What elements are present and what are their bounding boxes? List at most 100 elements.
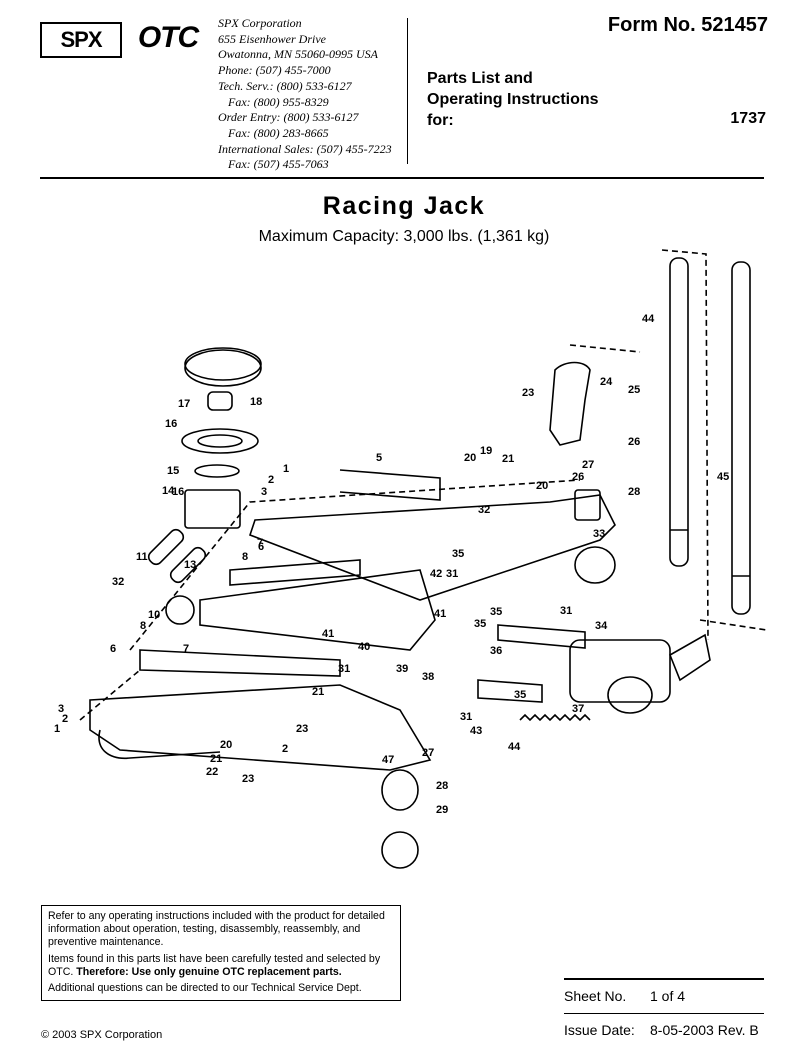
- part-callout: 40: [358, 641, 370, 653]
- part-callout: 35: [490, 606, 502, 618]
- address-line: Owatonna, MN 55060-0995 USA: [218, 47, 378, 62]
- part-callout: 16: [165, 418, 177, 430]
- part-callout: 3: [58, 703, 64, 715]
- header-rule: [40, 177, 764, 179]
- part-callout: 21: [502, 453, 514, 465]
- otc-logo: OTC: [137, 21, 199, 54]
- diagram-linework: [79, 249, 768, 869]
- part-callout: 22: [206, 766, 218, 778]
- part-callout: 14: [162, 485, 175, 497]
- part-callout: 20: [220, 739, 232, 751]
- part-callout: 20: [536, 480, 548, 492]
- part-callout: 8: [242, 551, 248, 563]
- part-callout: 35: [514, 689, 526, 701]
- part-callout: 7: [183, 643, 189, 655]
- issue-date-label: Issue Date:: [564, 1022, 635, 1038]
- part-callout: 41: [322, 628, 334, 640]
- part-callout: 43: [470, 725, 482, 737]
- notice-paragraph: Refer to any operating instructions incl…: [48, 910, 385, 949]
- part-callout: 2: [282, 743, 288, 755]
- part-callout: 42: [430, 568, 442, 580]
- capacity-subtitle: Maximum Capacity: 3,000 lbs. (1,361 kg): [258, 228, 550, 245]
- sheet-number-row: Sheet No. 1 of 4: [564, 980, 764, 1013]
- notice-box: Refer to any operating instructions incl…: [41, 905, 401, 1002]
- notice-paragraph: Items found in this parts list have been…: [48, 953, 394, 979]
- model-number: 1737: [730, 110, 766, 127]
- part-callout: 36: [490, 645, 502, 657]
- part-callout: 2: [62, 713, 68, 725]
- part-callout: 38: [422, 671, 434, 683]
- part-callout: 26: [572, 471, 584, 483]
- sheet-number-label: Sheet No.: [564, 987, 627, 1004]
- part-callout: 21: [312, 686, 324, 698]
- document-title-line: for:: [427, 112, 454, 129]
- part-callout: 47: [382, 754, 394, 766]
- address-line: Phone: (507) 455-7000: [218, 63, 331, 78]
- part-callout: 1: [54, 723, 60, 735]
- part-callout: 24: [600, 376, 613, 388]
- part-callout: 28: [436, 780, 448, 792]
- part-callout: 1: [283, 463, 289, 475]
- part-callout: 31: [560, 605, 572, 617]
- part-callout: 26: [628, 436, 640, 448]
- part-callout: 3: [261, 486, 267, 498]
- notice-emphasis: Therefore: Use only genuine OTC replacem…: [76, 965, 342, 978]
- address-line: Fax: (800) 283-8665: [228, 125, 329, 140]
- part-callout: 16: [172, 486, 184, 498]
- address-line: SPX Corporation: [218, 16, 302, 30]
- part-callout: 32: [112, 576, 124, 588]
- header-divider: [407, 18, 408, 164]
- part-callout: 19: [480, 445, 492, 457]
- part-callout: 8: [140, 620, 146, 632]
- part-callout: 23: [522, 387, 534, 399]
- document-title-line: Operating Instructions: [427, 91, 599, 108]
- exploded-parts-diagram: 44 45 23 24 25 26 18 17 16 15 14 5 20 19…: [54, 249, 768, 869]
- part-callout: 31: [460, 711, 472, 723]
- part-callout: 6: [258, 541, 264, 553]
- part-callout: 5: [376, 452, 382, 464]
- part-callout: 29: [436, 804, 448, 816]
- part-callout: 17: [178, 398, 190, 410]
- part-callout: 28: [628, 486, 640, 498]
- address-line: Fax: (507) 455-7063: [228, 157, 329, 172]
- sheet-rule: [564, 978, 764, 980]
- part-callout: 13: [184, 559, 196, 571]
- document-title: Parts List and Operating Instructions fo…: [427, 68, 599, 131]
- document-title-line: Parts List and: [427, 70, 533, 87]
- part-callout: 41: [434, 608, 446, 620]
- notice-paragraph: Additional questions can be directed to …: [48, 982, 362, 995]
- address-line: 655 Eisenhower Drive: [218, 31, 326, 46]
- part-callout: 34: [595, 620, 608, 632]
- part-callout: 23: [296, 723, 308, 735]
- part-callout: 27: [582, 459, 594, 471]
- page-title: Racing Jack: [322, 192, 486, 220]
- copyright: © 2003 SPX Corporation: [41, 1029, 163, 1041]
- part-callout: 2: [268, 474, 274, 486]
- part-callout: 7: [257, 537, 263, 549]
- sheet-rule: [564, 1012, 764, 1014]
- address-line: International Sales: (507) 455-7223: [218, 141, 392, 156]
- address-line: Order Entry: (800) 533-6127: [218, 110, 359, 125]
- part-callout: 6: [110, 643, 116, 655]
- form-number: Form No. 521457: [607, 14, 768, 36]
- brand-logos: SPX OTC: [40, 21, 208, 58]
- part-callout: 25: [628, 384, 640, 396]
- part-callout: 18: [250, 396, 262, 408]
- notice-text: Items found in this parts list have been…: [48, 952, 381, 978]
- part-callout: 23: [242, 773, 254, 785]
- part-callout: 20: [464, 452, 476, 464]
- address-line: Fax: (800) 955-8329: [228, 94, 329, 109]
- sheet-info: Sheet No. 1 of 4 Issue Date: 8-05-2003 R…: [564, 978, 764, 1047]
- address-line: Tech. Serv.: (800) 533-6127: [218, 78, 352, 93]
- part-callout: 27: [422, 747, 434, 759]
- part-callout: 44: [508, 741, 521, 753]
- part-callout: 15: [167, 465, 179, 477]
- part-callout: 21: [210, 753, 222, 765]
- issue-date-value: 8-05-2003 Rev. B: [650, 1022, 759, 1038]
- part-callout: 35: [474, 618, 486, 630]
- part-callout: 35: [452, 548, 464, 560]
- part-callout: 39: [396, 663, 408, 675]
- part-callout: 31: [446, 568, 458, 580]
- part-callout: 10: [148, 609, 160, 621]
- part-callout: 11: [136, 551, 148, 563]
